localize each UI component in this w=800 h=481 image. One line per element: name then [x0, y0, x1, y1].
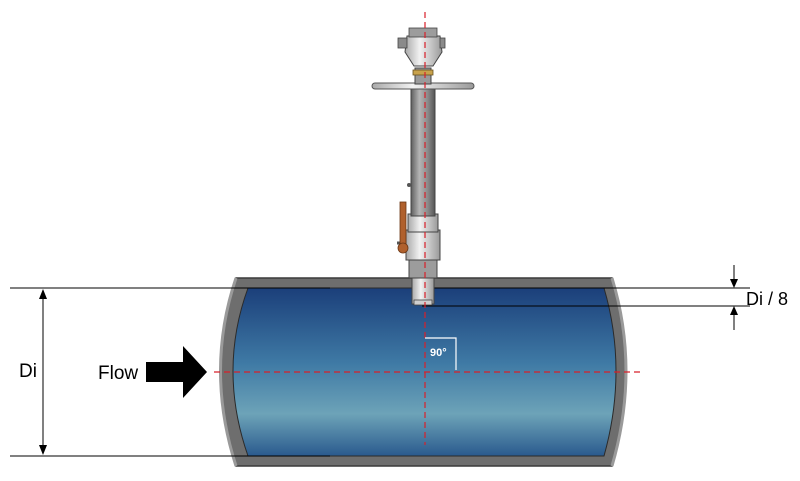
arrow-down-icon	[730, 279, 738, 288]
flow-indicator: Flow	[98, 346, 207, 398]
insertion-depth-dimension: Di / 8	[422, 265, 788, 330]
transmitter-head	[404, 35, 443, 67]
insertion-probe	[371, 27, 475, 306]
probe-shaft	[410, 85, 436, 217]
diameter-label: Di	[19, 361, 37, 382]
flow-arrow-icon	[146, 346, 207, 398]
arrow-up-icon	[39, 289, 47, 299]
pipe	[219, 277, 628, 467]
pipe-wall-highlight-right	[610, 277, 628, 467]
valve-body	[405, 229, 441, 261]
right-angle-marker: 90°	[425, 337, 457, 370]
pipe-wall-highlight-left	[219, 277, 238, 467]
valve-handle	[397, 201, 409, 254]
insertion-depth-label: Di / 8	[746, 289, 788, 309]
lower-fitting	[408, 257, 438, 279]
arrow-up-icon	[730, 306, 738, 315]
diameter-dimension: Di	[10, 287, 330, 457]
flow-label: Flow	[98, 363, 138, 384]
arrow-down-icon	[39, 445, 47, 455]
centerlines	[214, 12, 640, 445]
angle-label: 90°	[430, 347, 447, 359]
